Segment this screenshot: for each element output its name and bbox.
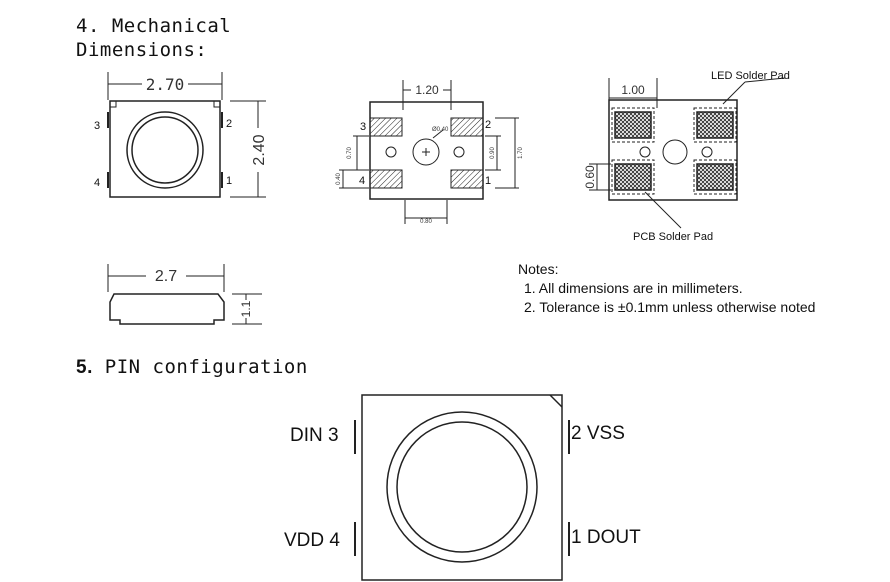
top-view-body xyxy=(109,100,221,198)
bottom-view-hole-right xyxy=(453,146,465,158)
solder-pcb-pad-tl xyxy=(611,107,655,143)
solder-led-label: LED Solder Pad xyxy=(711,70,790,82)
notes-block: Notes: 1. All dimensions are in millimet… xyxy=(518,260,815,317)
bottom-view-pin-1-label: 1 xyxy=(485,175,491,187)
bottom-view-170-label: 1.70 xyxy=(518,147,524,159)
top-view-lens-inner xyxy=(131,116,199,184)
bottom-view-lens xyxy=(412,138,440,166)
top-view-width-label: 2.70 xyxy=(146,75,185,94)
top-view-height-label: 2.40 xyxy=(251,134,268,165)
top-view-pin-4-label: 4 xyxy=(94,177,100,189)
top-view-corner-mark-right xyxy=(213,101,220,108)
top-view-drawing: 2.70 2.40 3 2 4 1 xyxy=(94,72,268,198)
side-view-drawing: 2.7 1.1 xyxy=(107,264,262,325)
section-4-title-line1: 4. Mechanical xyxy=(76,15,232,37)
solder-dim-top-label: 1.00 xyxy=(621,83,645,97)
bottom-view-pin-3-label: 3 xyxy=(360,121,366,133)
section-5-number: 5. xyxy=(76,357,93,378)
solder-pad-tl xyxy=(614,111,652,139)
bottom-view-070-label: 0.70 xyxy=(347,147,353,159)
bottom-view-pitch-label: 1.20 xyxy=(415,83,439,97)
side-view-height-label: 1.1 xyxy=(239,300,253,317)
pin-1-dout-label: 1 DOUT xyxy=(571,527,641,548)
pin-config-body xyxy=(361,394,563,581)
bottom-view-pin-2-label: 2 xyxy=(485,119,491,131)
bottom-view-pad-4 xyxy=(369,169,403,189)
bottom-view-pad-3 xyxy=(369,117,403,137)
side-view-body xyxy=(109,293,225,325)
bottom-view-drawing: 1.20 Ø0.40 0.70 0.90 1.70 0.40 0.80 3 2 … xyxy=(336,80,524,225)
bottom-view-040-label: 0.40 xyxy=(336,173,342,185)
top-view-pin-3-label: 3 xyxy=(94,120,100,132)
bottom-view-body xyxy=(369,101,484,200)
section-4-title: 4. Mechanical Dimensions: xyxy=(76,14,231,62)
bottom-view-hole-left xyxy=(385,146,397,158)
solder-hole-right xyxy=(701,146,713,158)
solder-led-leader-2 xyxy=(744,77,786,83)
solder-pcb-leader xyxy=(644,191,682,229)
solder-hole-left xyxy=(639,146,651,158)
side-view-width-label: 2.7 xyxy=(155,268,177,285)
solder-pad-drawing: 1.00 0.60 LED Solder Pad PCB Solder Pad xyxy=(585,70,790,243)
solder-body xyxy=(608,99,738,201)
solder-lens xyxy=(662,139,688,165)
note-item-1: 1. All dimensions are in millimeters. xyxy=(524,280,743,296)
top-view-lens-outer xyxy=(126,111,204,189)
note-item-2: 2. Tolerance is ±0.1mm unless otherwise … xyxy=(524,299,816,315)
bottom-view-080-label: 0.80 xyxy=(420,219,432,225)
pin-2-vss-label: 2 VSS xyxy=(571,423,625,444)
solder-pad-br xyxy=(696,163,734,191)
solder-led-leader xyxy=(722,81,746,105)
top-view-corner-mark xyxy=(110,101,117,108)
solder-pcb-pad-bl xyxy=(611,159,655,195)
pin-config-drawing xyxy=(354,394,570,581)
bottom-view-pad-2 xyxy=(450,117,484,137)
bottom-view-090-label: 0.90 xyxy=(490,147,496,159)
pin-config-lens-outer xyxy=(386,411,538,563)
pin-config-lens-inner xyxy=(396,421,528,553)
pin-4-vdd-label: VDD 4 xyxy=(284,530,340,551)
solder-pad-bl xyxy=(614,163,652,191)
solder-dim-side-label: 0.60 xyxy=(585,165,597,189)
section-5-title: 5. PIN configuration xyxy=(76,355,308,380)
solder-pcb-label: PCB Solder Pad xyxy=(633,231,713,243)
solder-pcb-pad-tr xyxy=(693,107,737,143)
solder-pad-tr xyxy=(696,111,734,139)
top-view-pin-1-label: 1 xyxy=(226,175,232,187)
notes-title: Notes: xyxy=(518,261,559,277)
section-5-title-text: PIN configuration xyxy=(92,356,308,378)
bottom-view-lens-label: Ø0.40 xyxy=(432,127,449,133)
solder-pcb-pad-br xyxy=(693,159,737,195)
bottom-view-pad-1 xyxy=(450,169,484,189)
pin-config-corner-mark xyxy=(549,394,563,408)
section-4-title-line2: Dimensions: xyxy=(76,39,208,61)
bottom-view-lens-leader xyxy=(432,129,444,139)
top-view-pin-2-label: 2 xyxy=(226,118,232,130)
pin-3-din-label: DIN 3 xyxy=(290,425,339,446)
bottom-view-pin-4-label: 4 xyxy=(359,175,365,187)
